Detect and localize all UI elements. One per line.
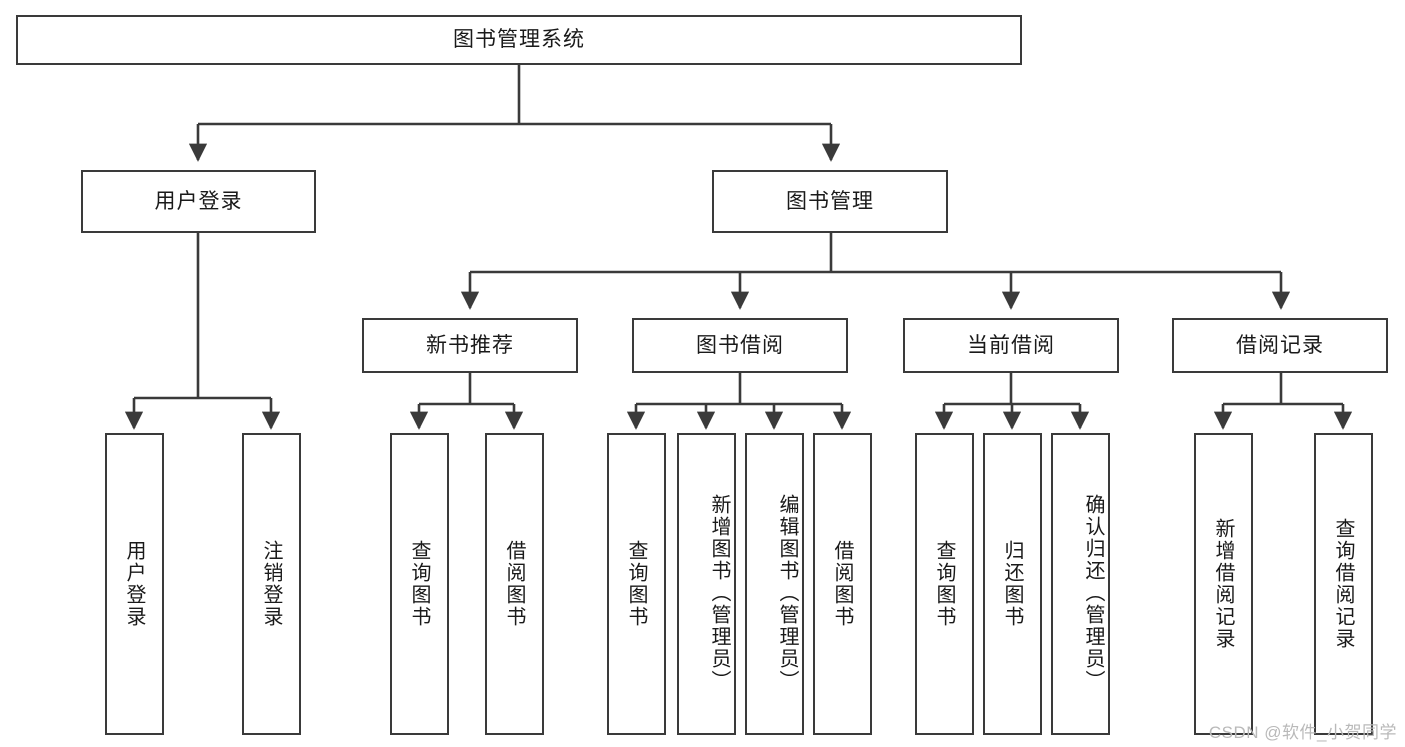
leaf-return-book[interactable]: 归还图书	[983, 433, 1042, 735]
leaf-borrow-book-newbook[interactable]: 借阅图书	[485, 433, 544, 735]
node-root-system[interactable]: 图书管理系统	[16, 15, 1022, 65]
node-label: 当前借阅	[967, 333, 1055, 357]
node-label: 用户登录	[123, 540, 145, 628]
leaf-query-borrow-record[interactable]: 查询借阅记录	[1314, 433, 1373, 735]
leaf-query-book-borrow[interactable]: 查询图书	[607, 433, 666, 735]
node-label: 图书管理系统	[453, 28, 585, 52]
node-book-borrow[interactable]: 图书借阅	[632, 318, 848, 373]
node-label: 用户登录	[154, 189, 243, 213]
node-label: 新增图书（管理员）	[708, 494, 730, 692]
node-label: 借阅图书	[831, 540, 853, 628]
node-label: 借阅图书	[503, 540, 525, 628]
node-label: 新书推荐	[426, 333, 514, 357]
leaf-edit-book-admin[interactable]: 编辑图书（管理员）	[745, 433, 804, 735]
leaf-add-book-admin[interactable]: 新增图书（管理员）	[677, 433, 736, 735]
node-label: 查询借阅记录	[1332, 518, 1354, 650]
node-book-management[interactable]: 图书管理	[712, 170, 948, 233]
node-label: 归还图书	[1001, 540, 1023, 628]
node-borrow-record[interactable]: 借阅记录	[1172, 318, 1388, 373]
leaf-borrow-book[interactable]: 借阅图书	[813, 433, 872, 735]
watermark-text: CSDN @软件_小贺同学	[1208, 723, 1397, 742]
node-label: 编辑图书（管理员）	[776, 494, 798, 692]
leaf-query-book-newbook[interactable]: 查询图书	[390, 433, 449, 735]
node-label: 确认归还（管理员）	[1082, 494, 1104, 692]
node-label: 注销登录	[260, 540, 282, 628]
node-label: 图书管理	[786, 189, 874, 213]
leaf-add-borrow-record[interactable]: 新增借阅记录	[1194, 433, 1253, 735]
node-label: 查询图书	[408, 540, 430, 628]
node-new-book-recommend[interactable]: 新书推荐	[362, 318, 578, 373]
node-label: 查询图书	[625, 540, 647, 628]
node-user-login[interactable]: 用户登录	[81, 170, 316, 233]
leaf-user-login[interactable]: 用户登录	[105, 433, 164, 735]
leaf-query-book-current[interactable]: 查询图书	[915, 433, 974, 735]
node-label: 借阅记录	[1236, 333, 1324, 357]
leaf-logout[interactable]: 注销登录	[242, 433, 301, 735]
node-current-borrow[interactable]: 当前借阅	[903, 318, 1119, 373]
node-label: 新增借阅记录	[1212, 518, 1234, 650]
leaf-confirm-return-admin[interactable]: 确认归还（管理员）	[1051, 433, 1110, 735]
node-label: 查询图书	[933, 540, 955, 628]
node-label: 图书借阅	[696, 333, 784, 357]
